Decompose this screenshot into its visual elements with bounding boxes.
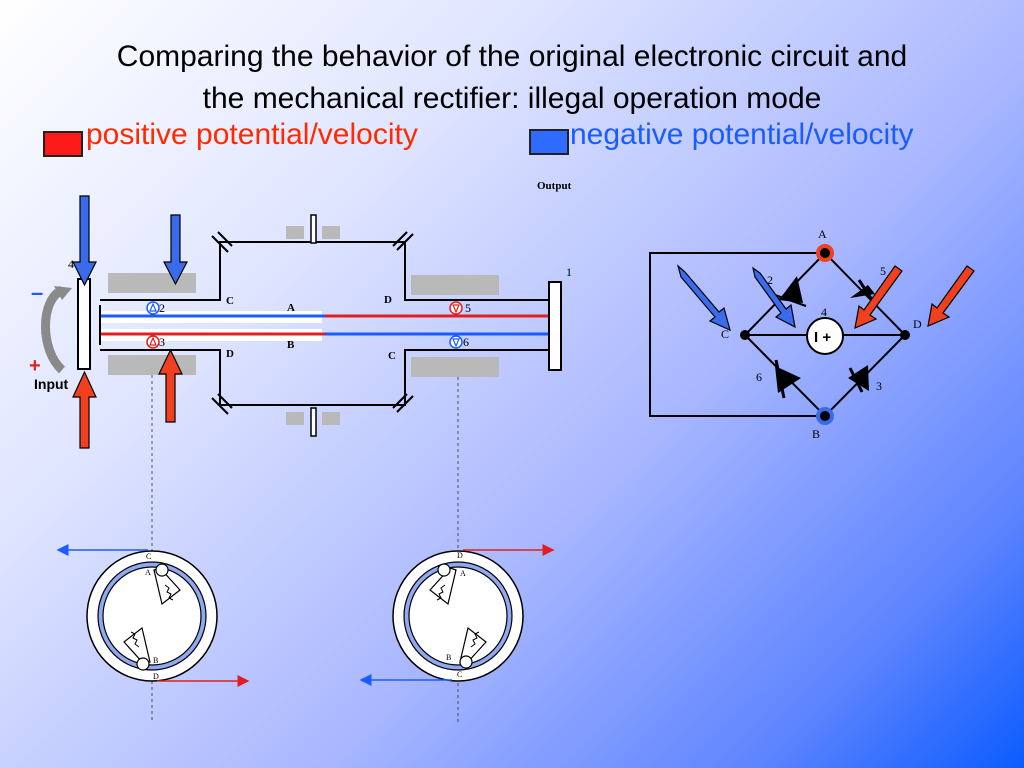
left-wheel-D: D [153,672,159,681]
right-wheel-A: A [460,569,466,578]
right-wheel-D: D [457,551,463,560]
bottom-pin [310,407,317,437]
left-wheel-A: A [145,568,151,577]
title-line-2: the mechanical rectifier: illegal operat… [202,82,822,115]
hinge-marks [211,231,414,415]
plate-4-label: 4 [68,257,74,271]
clutch-2-label: 2 [159,301,165,315]
label-C-top: C [226,295,234,307]
minus-sign: – [31,280,43,305]
left-clutch-wheel [86,550,218,682]
arrow-red-D-icon [927,265,975,327]
diode-3-label: 3 [876,379,882,393]
clutch-6-label: 6 [463,335,469,349]
current-source-icon [806,317,844,355]
negative-swatch [529,129,569,155]
arrow-blue-input-icon [72,195,97,287]
current-source-label: I + [814,329,831,346]
label-B: B [287,339,295,351]
diode-3-icon [848,365,869,391]
node-D [900,330,910,340]
arrow-red-bottom-icon [158,348,183,423]
legend-negative: negative potential/velocity [570,118,914,151]
left-wheel-B: B [153,656,158,665]
title-line-1: Comparing the behavior of the original e… [116,40,908,73]
diode-2-icon [779,276,803,303]
label-D-bottom: D [226,348,234,360]
arrow-blue-top-icon [163,214,188,286]
rotation-arrow-icon [41,285,66,374]
arrow-red-5-icon [854,265,903,329]
left-wheel-C: C [146,552,151,561]
input-label: Input [34,376,69,392]
plus-sign: + [29,355,41,377]
legend-positive: positive potential/velocity [86,118,418,151]
diode-6-label: 6 [756,370,762,384]
arrow-red-input-icon [72,370,97,449]
top-pin [310,214,317,244]
input-plate [77,278,91,370]
node-C [740,330,750,340]
output-wire [649,252,825,417]
output-label: Output [537,180,572,192]
circuit-arrows [676,264,975,332]
output-plate [548,281,562,371]
diode-5-label: 5 [880,264,886,278]
mechanism-arrows [72,195,188,449]
right-clutch-wheel [392,550,524,682]
circuit-B-label: B [812,427,820,441]
housing-bottom [100,349,548,406]
plate-1-label: 1 [566,265,572,279]
right-wheel-B: B [446,653,451,662]
source-4-label: 4 [821,305,827,319]
clutch-5-label: 5 [465,301,471,315]
circuit-D-label: D [913,317,922,331]
arrow-blue-C-icon [676,264,731,332]
bridge-circuit: I + [649,244,910,425]
diode-2-label: 2 [767,273,773,287]
clutch-3-label: 3 [159,335,165,349]
right-wheel-C: C [457,670,462,679]
label-C-bottom: C [388,350,396,362]
circuit-A-label: A [818,227,827,241]
label-A: A [287,302,295,314]
arrow-blue-2-icon [752,266,796,329]
positive-swatch [43,131,83,157]
rotation-arrowhead-icon [54,286,72,300]
circuit-C-label: C [721,327,729,341]
label-D-top: D [384,294,392,306]
slide-title: Comparing the behavior of the original e… [0,36,1024,120]
